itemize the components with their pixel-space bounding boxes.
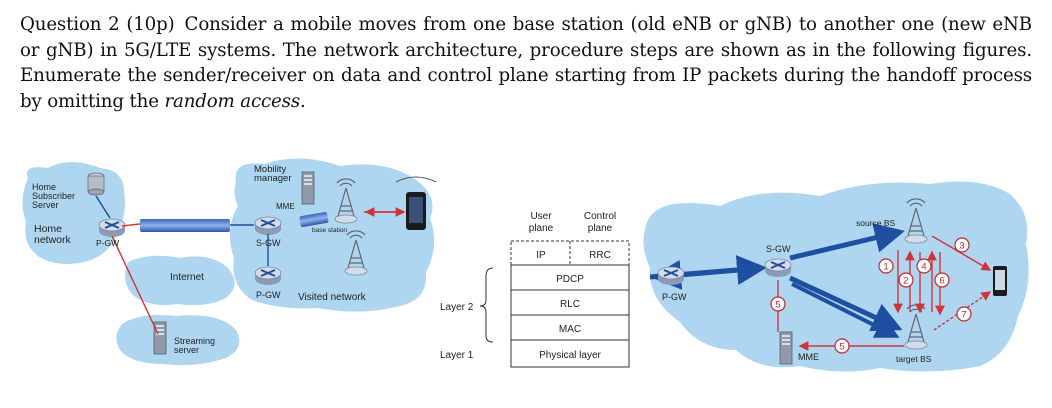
sgw-source-link <box>789 223 905 261</box>
label-pgw-home: P-GW <box>96 238 119 248</box>
mme-server-icon <box>301 171 315 205</box>
label-mme-left: MME <box>276 202 295 211</box>
step-circles: 1 2 3 4 5 5 6 7 <box>770 237 972 354</box>
stack-pdcp: PDCP <box>556 274 584 285</box>
sgw-router-icon <box>254 216 282 236</box>
step-1: 1 <box>883 262 888 273</box>
stack-ip: IP <box>536 250 546 261</box>
streaming-cloud <box>116 315 240 366</box>
stack-box-phy <box>510 339 630 368</box>
label-internet: Internet <box>170 272 204 283</box>
layer2-brace <box>479 267 494 343</box>
label-base-station: base station <box>312 227 347 234</box>
stack-rrc: RRC <box>589 250 611 261</box>
mobile-phone-icon-right <box>993 266 1007 296</box>
stack-mac: MAC <box>559 324 581 335</box>
question-paragraph: Question 2 (10p)Consider a mobile moves … <box>20 12 1032 114</box>
step-2: 2 <box>903 276 908 287</box>
step-4: 4 <box>921 262 926 273</box>
pgw-home-router-icon <box>98 218 126 238</box>
question-emphasis: random access <box>164 90 301 112</box>
sgw-router-icon-right <box>764 258 792 278</box>
label-source-bs: source BS <box>856 218 896 228</box>
label-visited-network: Visited network <box>298 292 367 303</box>
step-6: 6 <box>939 276 944 287</box>
label-layer1: Layer 1 <box>440 350 474 361</box>
internet-cloud <box>125 255 235 306</box>
label-target-bs: target BS <box>896 354 932 364</box>
figure-handoff-procedure: 1 2 3 4 5 5 6 7 S-GW P-GW MME source BS <box>643 181 1029 372</box>
stack-rlc: RLC <box>560 299 580 310</box>
question-points: (10p) <box>126 14 175 35</box>
backhaul-tube <box>140 219 230 232</box>
mme-server-icon-right <box>779 331 793 365</box>
pgw-visited-router-icon <box>254 266 282 286</box>
question-end: . <box>300 90 306 112</box>
step-5a: 5 <box>775 300 780 311</box>
stack-phy: Physical layer <box>539 350 601 361</box>
home-network-cloud <box>22 162 126 264</box>
label-pgw-right: P-GW <box>662 292 687 302</box>
label-sgw-right: S-GW <box>766 244 791 254</box>
question-number: Question 2 <box>20 14 120 35</box>
home-to-streaming-link <box>111 235 159 335</box>
label-layer2: Layer 2 <box>440 302 474 313</box>
label-mme-right: MME <box>798 352 819 362</box>
question-text: Consider a mobile moves from one base st… <box>20 14 1032 112</box>
pgw-router-icon-right <box>657 266 685 286</box>
stack-box-mac <box>510 314 630 341</box>
handoff-cloud <box>643 181 1029 372</box>
label-sgw-left: S-GW <box>256 238 281 248</box>
mobile-phone-icon <box>395 176 437 230</box>
stack-box-rlc <box>510 289 630 316</box>
step-7: 7 <box>961 310 966 321</box>
streaming-server-icon <box>153 321 167 355</box>
step-3: 3 <box>959 241 964 252</box>
label-pgw-visited: P-GW <box>256 290 281 300</box>
step-5b: 5 <box>839 342 844 353</box>
hss-database-icon <box>87 172 105 196</box>
